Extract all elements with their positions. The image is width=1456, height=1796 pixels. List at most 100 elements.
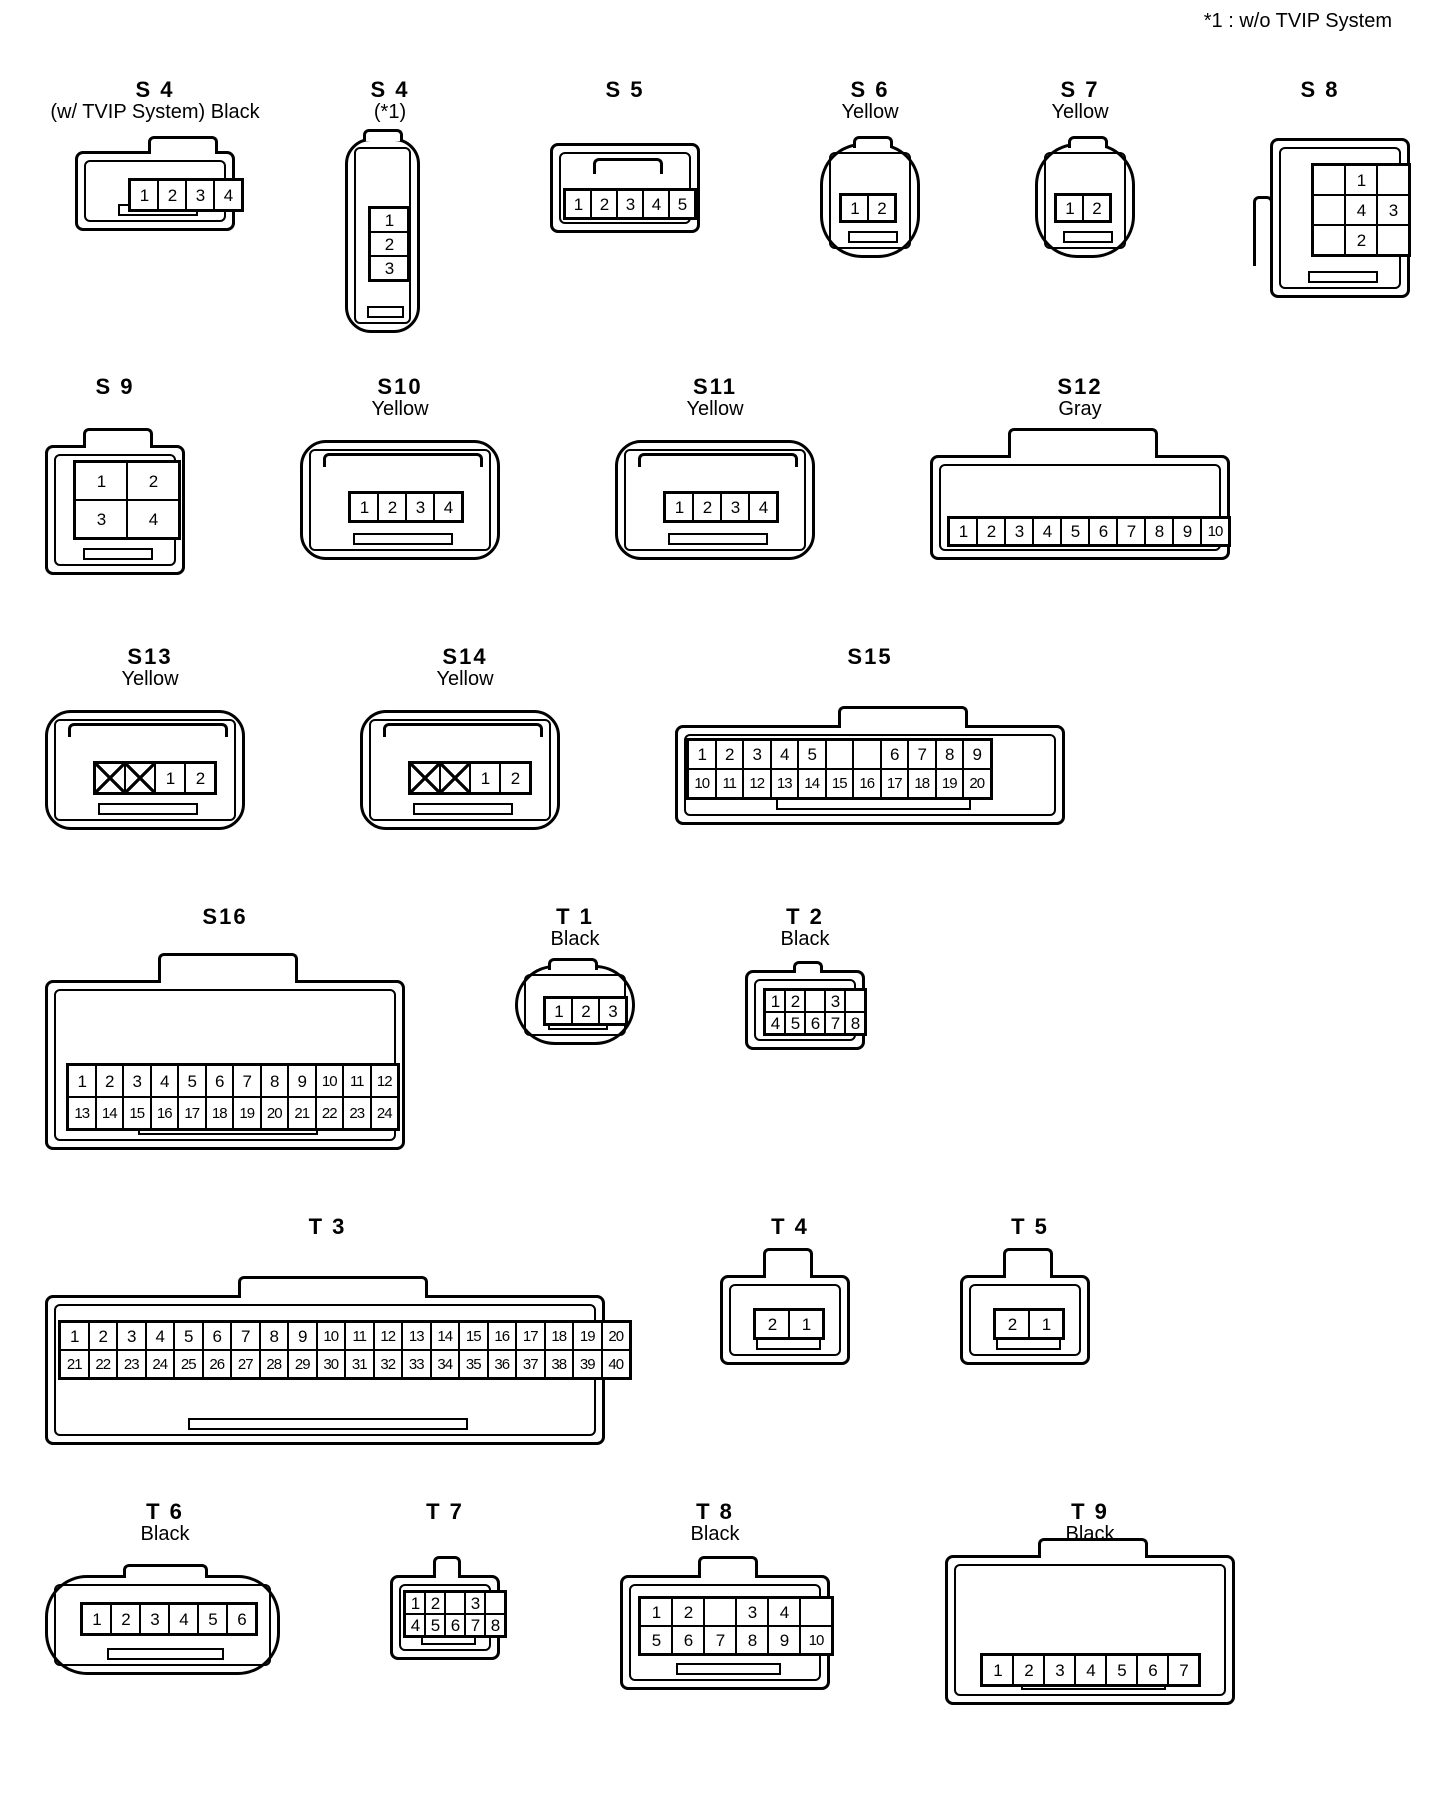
terminal-pin: 10 — [316, 1066, 342, 1096]
connector-label: T 4 — [700, 1215, 880, 1238]
connector-id: T 1 — [556, 904, 594, 929]
connector-id: S 9 — [95, 374, 135, 399]
terminal-pin: 3 — [618, 191, 642, 217]
terminal-pin: 5 — [670, 191, 694, 217]
terminal-pin: 2 — [1014, 1656, 1043, 1684]
locking-tab — [763, 1248, 813, 1278]
terminal-pin: 4 — [151, 1066, 177, 1096]
connector-id: T 9 — [1071, 1499, 1109, 1524]
terminal-pin: 29 — [289, 1351, 316, 1377]
connector-color: Black — [780, 928, 830, 950]
empty-cavity — [705, 1599, 735, 1625]
housing-inner-wall — [54, 1584, 271, 1666]
connector-id: S 5 — [605, 77, 645, 102]
connector-color: Yellow — [1051, 101, 1109, 123]
terminal-pin: 2 — [756, 1311, 788, 1337]
terminal-pin: 4 — [1346, 196, 1376, 224]
terminal-pin: 2 — [573, 999, 598, 1023]
connector-color: Yellow — [121, 668, 179, 690]
connector-color: Black — [140, 1523, 190, 1545]
locking-tab — [158, 953, 298, 983]
terminal-pin: 6 — [206, 1066, 232, 1096]
terminal-pin: 28 — [260, 1351, 287, 1377]
terminal-pin: 2 — [186, 764, 214, 792]
locking-tab — [698, 1556, 758, 1578]
connector-id: T 8 — [696, 1499, 734, 1524]
housing-inner-wall — [684, 734, 1056, 816]
connector-color: Yellow — [686, 398, 744, 420]
terminal-pin: 12 — [371, 1066, 397, 1096]
terminal-pin: 2 — [1084, 196, 1109, 220]
terminal-pin: 3 — [600, 999, 625, 1023]
housing-slot — [1308, 271, 1378, 283]
terminal-pin: 4 — [766, 1013, 784, 1033]
terminal-pin: 2 — [371, 233, 407, 255]
terminal-pin: 14 — [799, 770, 825, 797]
locking-tab — [548, 958, 598, 970]
terminal-pin: 2 — [673, 1599, 703, 1625]
housing-inner-wall — [829, 152, 911, 249]
housing-inner-wall — [54, 719, 236, 821]
housing-inner-wall — [1044, 152, 1126, 249]
terminal-pin: 2 — [716, 741, 742, 768]
terminal-pin: 1 — [406, 1593, 424, 1613]
terminal-pin: 2 — [869, 196, 894, 220]
housing-slot — [106, 1648, 225, 1660]
terminal-pin: 9 — [964, 741, 990, 768]
locking-tab — [433, 1556, 461, 1578]
terminal-pin: 4 — [146, 1323, 173, 1349]
terminal-pin: 7 — [909, 741, 935, 768]
terminal-pin: 1 — [131, 181, 157, 209]
terminal-pin: 3 — [371, 257, 407, 279]
connector-id: S 4 — [370, 77, 410, 102]
terminal-pin: 5 — [1107, 1656, 1136, 1684]
terminal-pin: 19 — [574, 1323, 601, 1349]
terminal-pin: 18 — [206, 1098, 232, 1128]
terminal-pin: 1 — [689, 741, 715, 768]
terminal-pin: 5 — [799, 741, 825, 768]
terminal-pin: 2 — [592, 191, 616, 217]
terminal-pin: 21 — [61, 1351, 88, 1377]
terminal-pin: 1 — [566, 191, 590, 217]
terminal-pin: 4 — [1076, 1656, 1105, 1684]
terminal-pin: 1 — [61, 1323, 88, 1349]
locking-tab — [148, 136, 218, 154]
housing-slot — [98, 803, 198, 815]
terminal-pin: 37 — [517, 1351, 544, 1377]
terminal-pin: 1 — [666, 494, 692, 520]
terminal-pin: 4 — [644, 191, 668, 217]
terminal-pin: 13 — [69, 1098, 95, 1128]
connector-label: S 8 — [1230, 78, 1410, 101]
terminal-pin: 35 — [460, 1351, 487, 1377]
housing-slot — [353, 533, 453, 545]
terminal-pin: 7 — [1169, 1656, 1198, 1684]
empty-cavity — [1314, 166, 1344, 194]
terminal-pin: 1 — [371, 209, 407, 231]
empty-cavity — [826, 741, 852, 768]
terminal-pin: 4 — [1034, 519, 1060, 544]
terminal-pin: 3 — [407, 494, 433, 520]
terminal-pin: 4 — [215, 181, 241, 209]
terminal-pin: 32 — [374, 1351, 401, 1377]
terminal-pin: 1 — [790, 1311, 822, 1337]
terminal-pin: 12 — [374, 1323, 401, 1349]
